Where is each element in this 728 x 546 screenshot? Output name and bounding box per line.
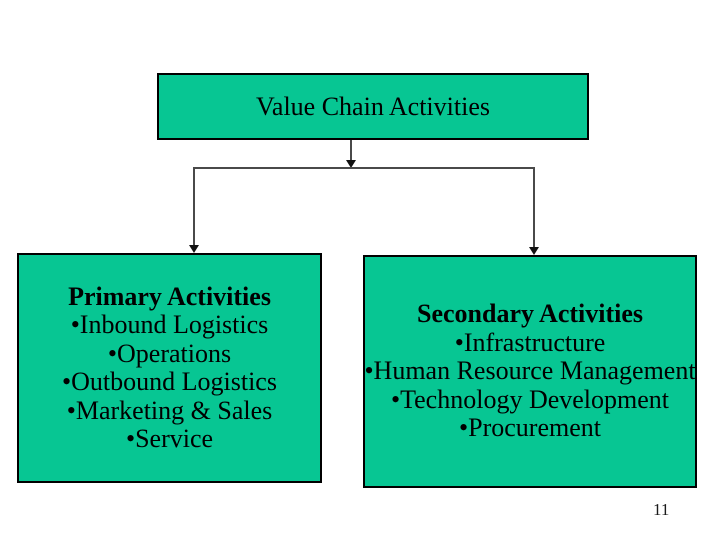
list-item-label: Human Resource Management [373,356,696,386]
bullet: • [70,310,80,339]
list-item: •Human Resource Management [364,357,695,386]
page-number: 11 [653,500,670,519]
list-item: •Marketing & Sales [66,395,273,426]
list-item-label: Operations [117,338,232,368]
list-item-label: Outbound Logistics [71,367,277,396]
down-arrowhead-icon [529,247,539,255]
down-arrowhead-icon [189,245,199,253]
bullet: • [66,395,76,425]
list-item: •Outbound Logistics [62,367,277,397]
list-item: •Infrastructure [454,327,606,358]
secondary-activities-box: Secondary Activities •Infrastructure •Hu… [363,255,697,488]
bullet: • [364,356,374,386]
bullet: • [390,384,401,414]
list-item-label: Marketing & Sales [75,395,273,425]
list-item-label: Infrastructure [463,327,606,357]
list-item: •Inbound Logistics [70,310,269,340]
connector-horizontal [193,167,535,169]
secondary-activities-heading: Secondary Activities [416,299,644,329]
list-item-label: Inbound Logistics [79,310,269,339]
bullet: • [125,424,136,453]
bullet: • [62,367,72,396]
list-item: •Technology Development [390,384,670,415]
bullet: • [459,413,469,443]
down-arrowhead-icon [346,160,356,168]
list-item: •Service [125,424,214,454]
list-item-label: Technology Development [400,384,670,414]
value-chain-activities-box: Value Chain Activities [157,73,589,140]
connector-left-vertical [193,167,195,246]
list-item: •Operations [107,338,232,369]
bullet: • [454,327,464,357]
value-chain-activities-label: Value Chain Activities [256,91,490,121]
list-item: •Procurement [459,414,601,443]
primary-activities-box: Primary Activities •Inbound Logistics •O… [17,253,322,483]
primary-activities-heading: Primary Activities [68,281,271,311]
connector-right-vertical [533,167,535,248]
list-item-label: Service [135,424,214,453]
connector-top-vertical [350,140,352,161]
list-item-label: Procurement [468,413,601,443]
bullet: • [107,338,117,368]
